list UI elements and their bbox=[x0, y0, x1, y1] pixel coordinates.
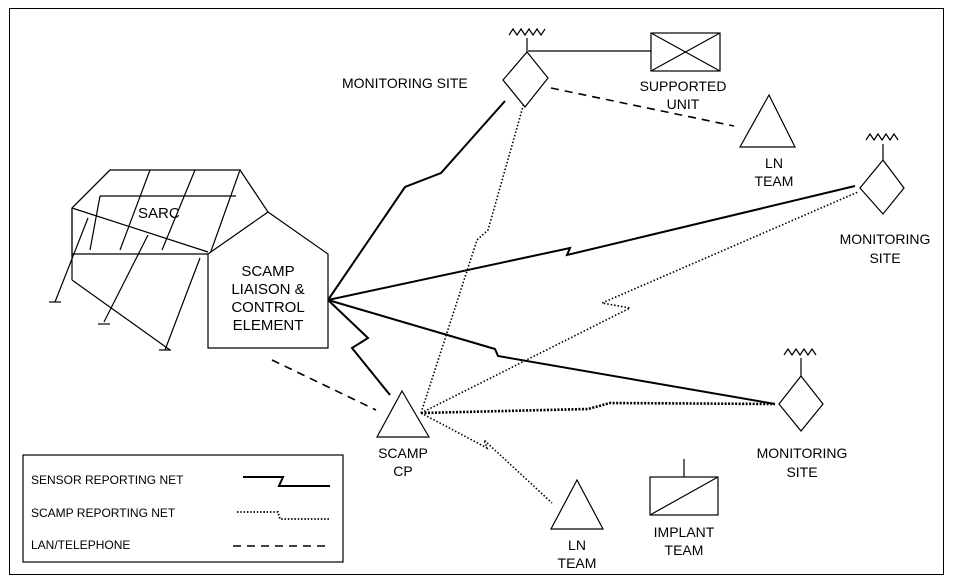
svg-text:TEAM: TEAM bbox=[558, 555, 597, 571]
monitoring-site-lower-label: MONITORING SITE bbox=[757, 445, 848, 480]
sensor-link-top-site bbox=[327, 100, 506, 301]
implant-team-label: IMPLANT TEAM bbox=[654, 524, 715, 558]
scamp-link-top-site bbox=[420, 102, 525, 414]
sensor-link-lower-site bbox=[327, 299, 776, 405]
monitoring-site-right-icon bbox=[859, 132, 905, 215]
svg-text:TEAM: TEAM bbox=[755, 173, 794, 189]
svg-text:MONITORING: MONITORING bbox=[757, 445, 848, 461]
monitoring-site-top-label: MONITORING SITE bbox=[342, 75, 468, 91]
legend-swatch-scamp bbox=[237, 511, 330, 520]
monitoring-site-top-icon bbox=[502, 27, 549, 108]
scamp-link-ln-team bbox=[420, 412, 553, 504]
svg-text:SITE: SITE bbox=[869, 250, 900, 266]
sensor-reporting-links bbox=[327, 100, 856, 405]
ln-team-top-icon bbox=[738, 93, 796, 148]
sarc-label: SARC bbox=[138, 205, 180, 222]
svg-text:CONTROL: CONTROL bbox=[231, 299, 304, 316]
sensor-link-scamp-cp bbox=[327, 299, 391, 396]
svg-text:LIAISON &: LIAISON & bbox=[231, 281, 304, 298]
scamp-cp-icon bbox=[375, 389, 431, 438]
lan-telephone-links bbox=[271, 87, 735, 411]
legend-label-scamp: SCAMP REPORTING NET bbox=[31, 506, 176, 520]
svg-text:UNIT: UNIT bbox=[667, 96, 700, 112]
svg-text:SUPPORTED: SUPPORTED bbox=[640, 78, 727, 94]
ln-team-bottom-label: LN TEAM bbox=[558, 537, 597, 571]
scamp-liaison-label: SCAMP LIAISON & CONTROL ELEMENT bbox=[231, 263, 304, 334]
ln-team-top-label: LN TEAM bbox=[755, 155, 794, 189]
monitoring-site-right-label: MONITORING SITE bbox=[840, 231, 931, 266]
svg-text:IMPLANT: IMPLANT bbox=[654, 524, 715, 540]
lan-link-scamp-cp bbox=[271, 359, 377, 411]
scamp-link-lower-site bbox=[420, 401, 776, 415]
diagram-frame bbox=[9, 8, 944, 575]
implant-team-icon bbox=[649, 459, 719, 516]
scamp-link-right-site bbox=[420, 191, 859, 414]
svg-text:SCAMP: SCAMP bbox=[378, 445, 428, 461]
svg-text:CP: CP bbox=[393, 463, 412, 479]
legend: SENSOR REPORTING NET SCAMP REPORTING NET… bbox=[22, 454, 344, 563]
legend-swatch-sensor bbox=[243, 476, 330, 487]
monitoring-site-lower-icon bbox=[778, 347, 824, 432]
sensor-link-right-site bbox=[327, 185, 856, 301]
svg-text:ELEMENT: ELEMENT bbox=[233, 317, 304, 334]
supported-unit-label: SUPPORTED UNIT bbox=[640, 78, 727, 112]
svg-text:SITE: SITE bbox=[786, 464, 817, 480]
sarc-tent bbox=[49, 169, 329, 351]
legend-label-sensor: SENSOR REPORTING NET bbox=[31, 473, 184, 487]
svg-text:TEAM: TEAM bbox=[665, 542, 704, 558]
scamp-reporting-links bbox=[420, 102, 859, 504]
legend-label-lan: LAN/TELEPHONE bbox=[31, 538, 130, 552]
supported-unit-icon bbox=[528, 32, 721, 72]
scamp-cp-label: SCAMP CP bbox=[378, 445, 428, 479]
lan-link-supported-unit bbox=[550, 87, 735, 127]
svg-text:LN: LN bbox=[765, 155, 783, 171]
svg-text:MONITORING: MONITORING bbox=[840, 231, 931, 247]
ln-team-bottom-icon bbox=[550, 478, 604, 530]
svg-text:LN: LN bbox=[568, 537, 586, 553]
svg-text:SCAMP: SCAMP bbox=[241, 263, 294, 280]
